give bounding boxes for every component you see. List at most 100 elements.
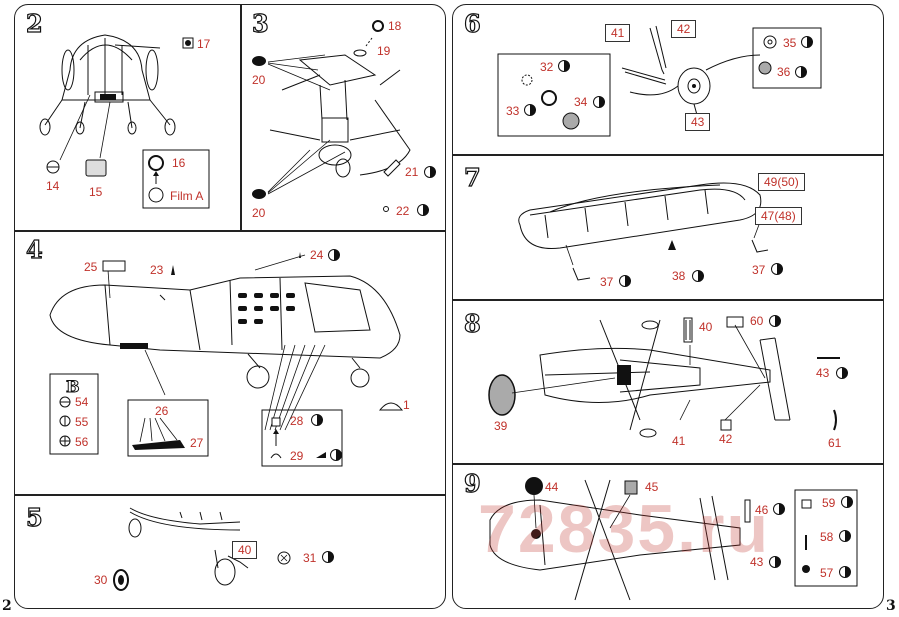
part-number-38: 38	[672, 269, 686, 283]
part-number-19: 19	[377, 44, 391, 58]
step-number-9: 9	[463, 469, 481, 498]
decal-box-letter: B	[66, 377, 80, 397]
step-number-6: 6	[463, 9, 481, 38]
paint-callout-icon	[311, 414, 323, 426]
part-number-17: 17	[197, 37, 211, 51]
paint-callout-icon	[839, 566, 851, 578]
part-number-45: 45	[645, 480, 659, 494]
part-number-20-bottom: 20	[252, 206, 266, 220]
divider-left-v	[240, 5, 242, 231]
step-number-7: 7	[463, 163, 481, 192]
paint-callout-icon	[841, 496, 853, 508]
part-number-1: 1	[403, 398, 410, 412]
part-number-56: 56	[75, 435, 89, 449]
part-number-46: 46	[755, 503, 769, 517]
part-number-47-48-box: 47(48)	[755, 207, 802, 225]
part-number-29: 29	[290, 449, 304, 463]
paint-callout-icon	[424, 166, 436, 178]
part-number-27: 27	[190, 436, 204, 450]
paint-callout-icon	[328, 249, 340, 261]
part-number-37-left: 37	[600, 275, 614, 289]
part-number-39: 39	[494, 419, 508, 433]
part-number-37-right: 37	[752, 263, 766, 277]
part-number-55: 55	[75, 415, 89, 429]
part-number-20-top: 20	[252, 73, 266, 87]
part-number-26: 26	[155, 404, 169, 418]
paint-callout-icon	[773, 503, 785, 515]
part-number-40-box: 40	[232, 541, 258, 559]
paint-callout-icon	[769, 315, 781, 327]
part-number-42-step8: 42	[719, 432, 733, 446]
divider-left-h2	[15, 494, 445, 496]
paint-callout-icon	[330, 449, 342, 461]
part-number-18: 18	[388, 19, 402, 33]
left-page-frame	[14, 4, 446, 609]
paint-callout-icon	[769, 556, 781, 568]
paint-callout-icon	[619, 275, 631, 287]
part-number-43-step8: 43	[816, 366, 830, 380]
paint-callout-icon	[801, 36, 813, 48]
paint-callout-icon	[593, 96, 605, 108]
film-a-label: Film A	[170, 189, 204, 203]
part-number-15: 15	[89, 185, 103, 199]
paint-callout-icon	[839, 530, 851, 542]
part-number-43-step9: 43	[750, 555, 764, 569]
part-number-21: 21	[405, 165, 419, 179]
paint-callout-icon	[524, 104, 536, 116]
part-number-23: 23	[150, 263, 164, 277]
part-number-30: 30	[94, 573, 108, 587]
paint-callout-icon	[322, 551, 334, 563]
paint-callout-icon	[558, 60, 570, 72]
paint-callout-icon	[836, 367, 848, 379]
part-number-33: 33	[506, 104, 520, 118]
paint-callout-icon	[417, 204, 429, 216]
divider-left-h1	[15, 230, 445, 232]
page-number-right: 3	[886, 598, 896, 614]
right-page-frame	[452, 4, 884, 609]
step-number-8: 8	[463, 309, 481, 338]
paint-callout-icon	[795, 66, 807, 78]
part-number-57: 57	[820, 566, 834, 580]
part-number-25: 25	[84, 260, 98, 274]
part-number-40-step8: 40	[699, 320, 713, 334]
step-number-2: 2	[25, 9, 43, 38]
paint-callout-icon	[692, 270, 704, 282]
divider-right-h2	[453, 299, 883, 301]
part-number-28: 28	[290, 414, 304, 428]
part-number-35: 35	[783, 36, 797, 50]
step-number-5: 5	[25, 503, 43, 532]
watermark-text: 72835.ru	[478, 491, 770, 567]
part-number-49-50-box: 49(50)	[758, 173, 805, 191]
part-number-44: 44	[545, 480, 559, 494]
part-number-16: 16	[172, 156, 186, 170]
part-number-54: 54	[75, 395, 89, 409]
part-number-36: 36	[777, 65, 791, 79]
step-number-3: 3	[251, 9, 269, 38]
step-number-4: 4	[25, 235, 43, 264]
part-number-22: 22	[396, 204, 410, 218]
part-number-24: 24	[310, 248, 324, 262]
part-number-43-box: 43	[685, 113, 711, 131]
part-number-58: 58	[820, 530, 834, 544]
part-number-34: 34	[574, 95, 588, 109]
page-number-left: 2	[2, 598, 12, 614]
paint-callout-icon	[771, 263, 783, 275]
divider-right-h3	[453, 463, 883, 465]
part-number-60: 60	[750, 314, 764, 328]
part-number-41-step8: 41	[672, 434, 686, 448]
part-number-32: 32	[540, 60, 554, 74]
part-number-59: 59	[822, 496, 836, 510]
part-number-14: 14	[46, 179, 60, 193]
part-number-31: 31	[303, 551, 317, 565]
part-number-61: 61	[828, 436, 842, 450]
part-number-41-box: 41	[605, 24, 631, 42]
part-number-42-box: 42	[671, 20, 697, 38]
